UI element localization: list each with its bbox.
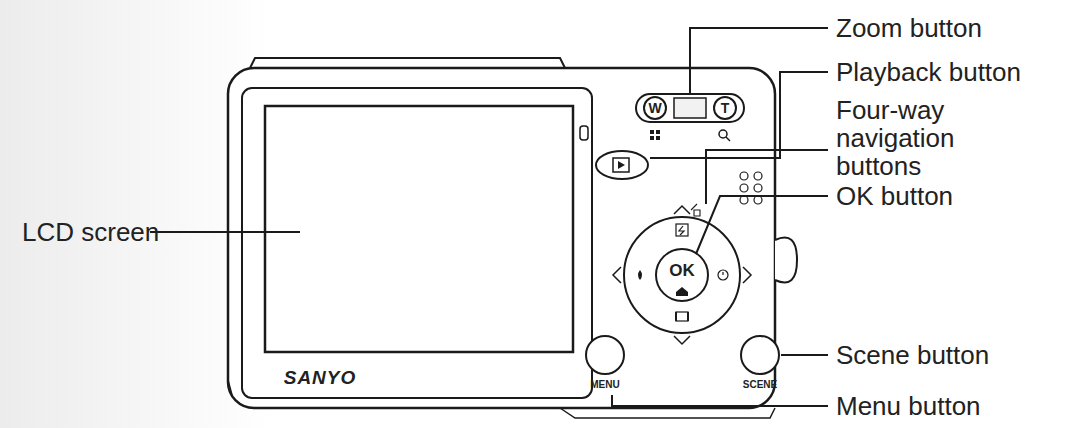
button-mark: OK — [669, 262, 695, 279]
callout-label: OK button — [836, 182, 953, 210]
brand-logo: SANYO — [284, 368, 357, 387]
button-mark: T — [721, 101, 730, 115]
button-mark: MENU — [590, 380, 619, 390]
callout-label: Four-way navigation buttons — [836, 96, 986, 180]
callout-label: Zoom button — [836, 14, 982, 42]
callout-label: Menu button — [836, 392, 981, 420]
button-mark: SCENE — [743, 380, 777, 390]
callout-label: Scene button — [836, 341, 989, 369]
callout-label: LCD screen — [22, 218, 159, 246]
callout-label: Playback button — [836, 58, 1021, 86]
button-mark: W — [648, 101, 661, 115]
